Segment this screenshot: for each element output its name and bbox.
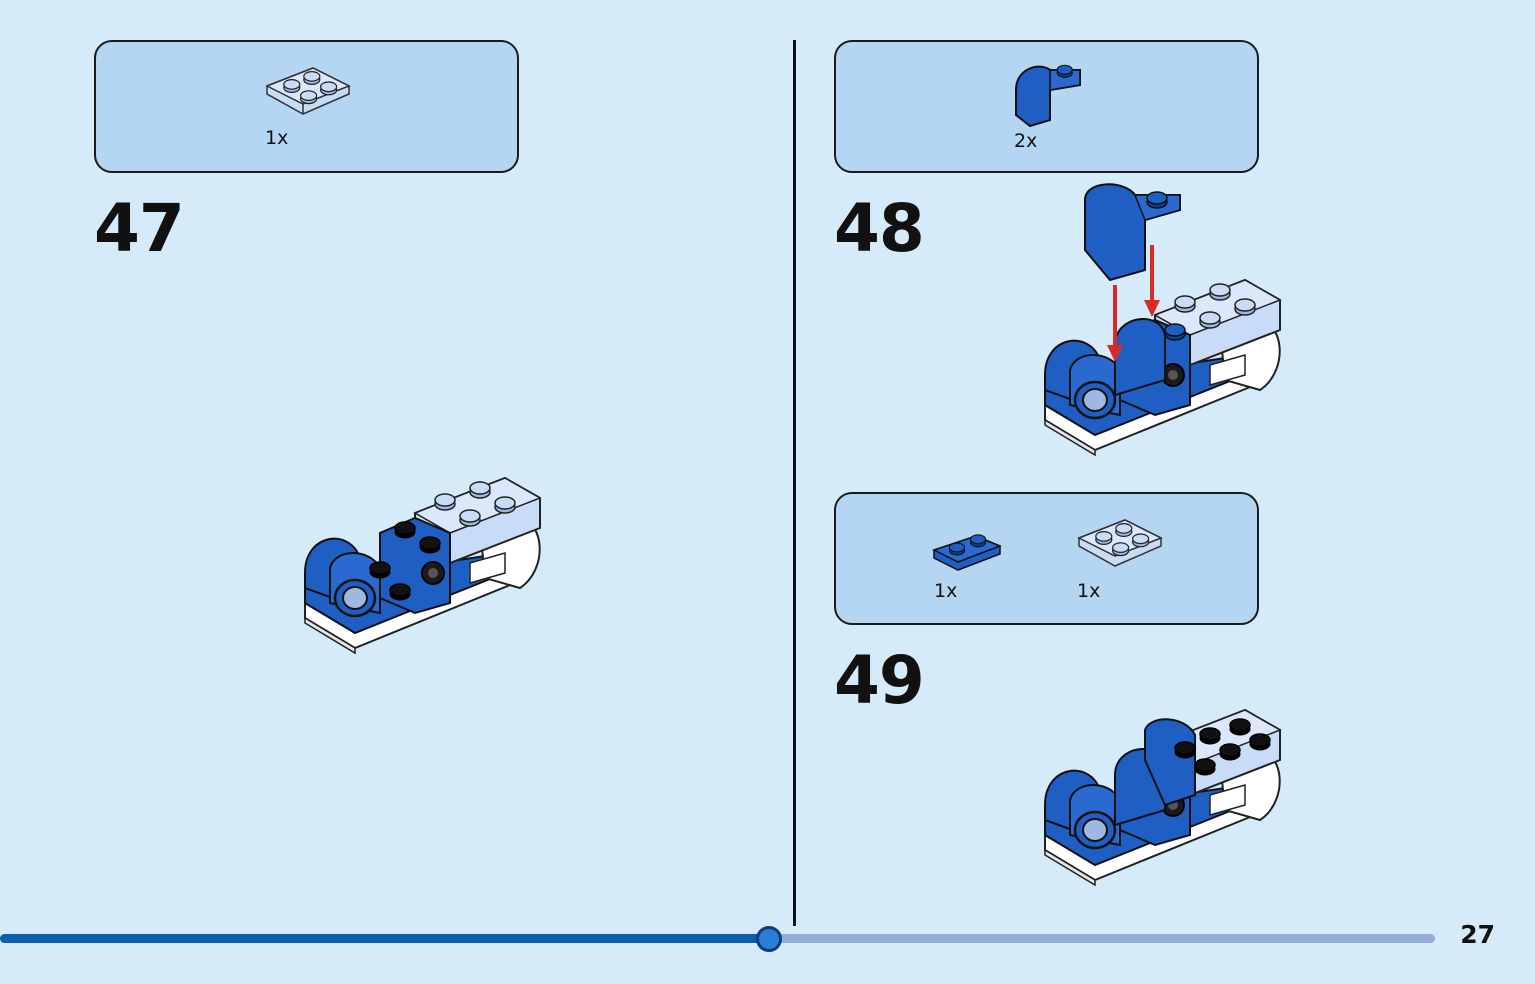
part-qty-47: 1x — [265, 127, 289, 149]
part-light-plate-2x2-icon-49 — [1077, 519, 1163, 567]
step-number-47: 47 — [94, 190, 185, 267]
step-number-48: 48 — [834, 190, 925, 267]
part-blue-plate-1x2-icon — [932, 534, 1003, 571]
part-curved-slope-icon — [1015, 64, 1081, 128]
whale-assembly-step-47 — [303, 476, 542, 655]
step-number-49: 49 — [834, 642, 925, 719]
progress-knob — [755, 926, 782, 952]
part-light-plate-2x2-icon — [265, 67, 351, 115]
part-qty-49b: 1x — [1077, 580, 1101, 602]
page-divider — [793, 40, 796, 926]
parts-box-49 — [834, 492, 1259, 625]
part-qty-48: 2x — [1014, 130, 1038, 152]
page-number: 27 — [1460, 920, 1495, 949]
whale-assembly-step-48 — [1043, 183, 1282, 457]
progress-bar — [0, 926, 1435, 952]
whale-assembly-step-49 — [1043, 708, 1282, 887]
part-qty-49a: 1x — [934, 580, 958, 602]
progress-fill — [0, 934, 768, 943]
